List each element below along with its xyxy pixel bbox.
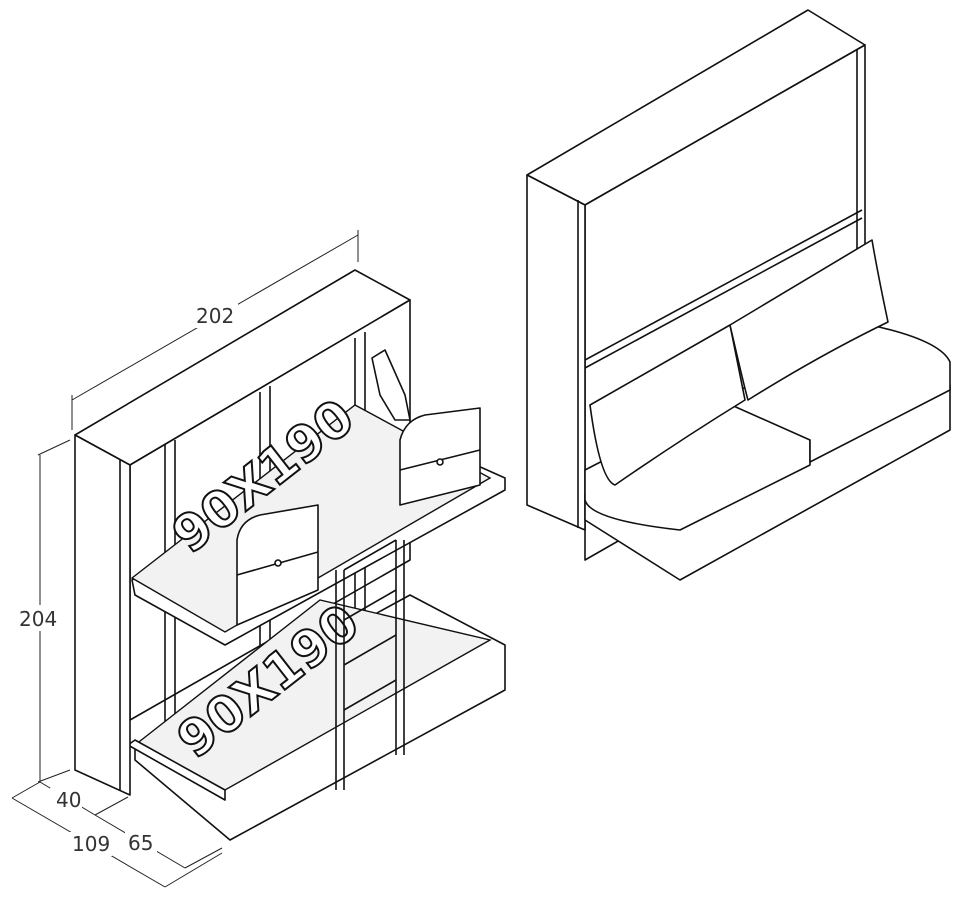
dimension-bg	[70, 832, 112, 856]
dimension-bg	[125, 830, 157, 854]
dimension-depth-closed: 40	[56, 788, 81, 812]
sofa-seat-right	[719, 324, 951, 463]
bunk-bed-unit: 90X190 90X190	[74, 269, 506, 841]
cushion-right	[729, 239, 889, 401]
sofa-bed-unit	[526, 9, 951, 581]
dimension-bg	[190, 302, 238, 328]
dimension-depth-bed: 65	[128, 831, 153, 855]
dimension-bg	[50, 788, 82, 810]
cushion-left	[589, 324, 746, 486]
dimension-bg	[15, 605, 61, 631]
dimension-height: 204	[19, 607, 57, 631]
dimension-width: 202	[196, 304, 234, 328]
ladder	[335, 539, 405, 790]
upper-bed-guard-back	[399, 407, 481, 506]
dimension-depth-total: 109	[72, 832, 110, 856]
